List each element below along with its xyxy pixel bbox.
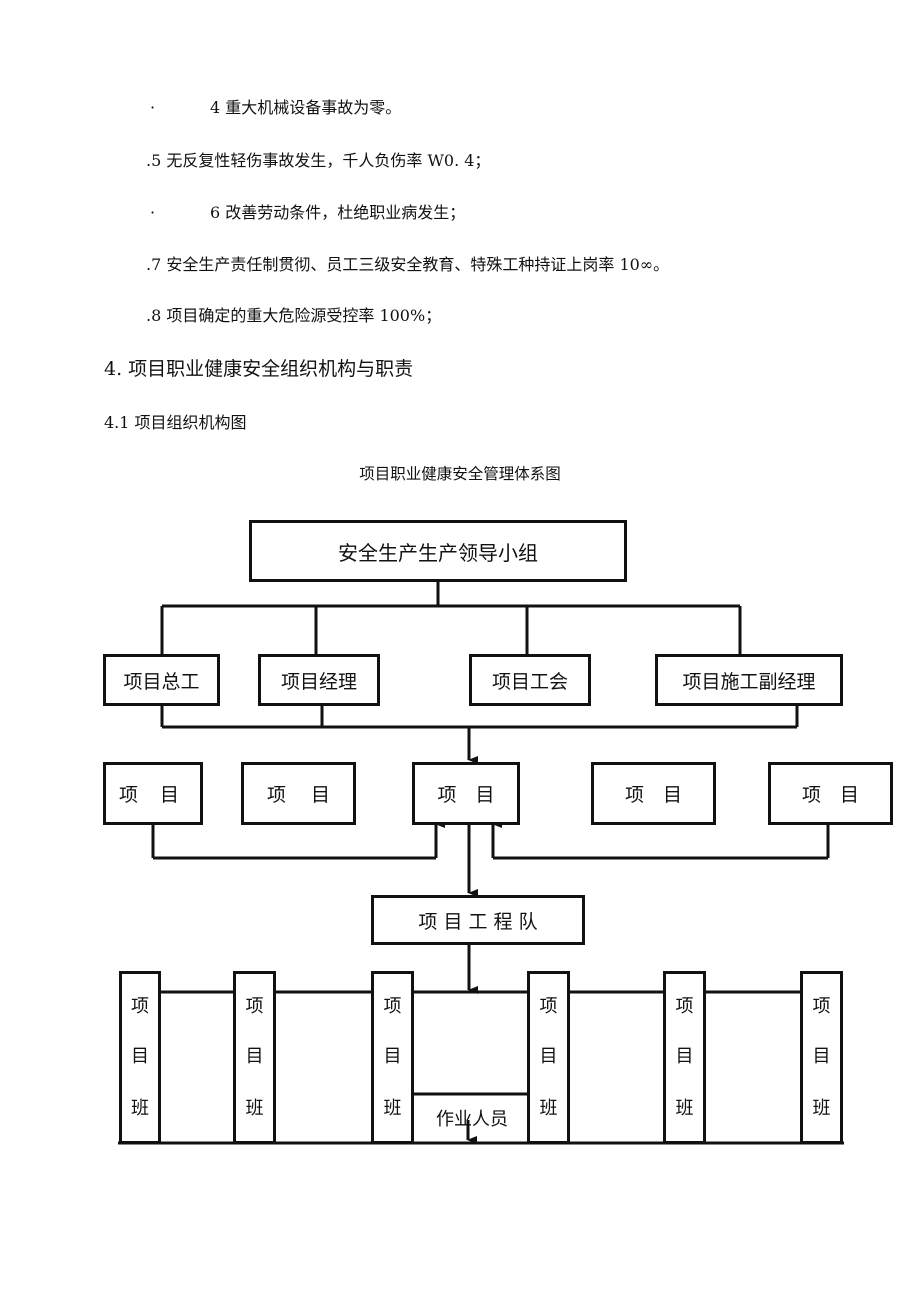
workers-label: 作业人员	[436, 1109, 508, 1130]
section-heading: 4. 项目职业健康安全组织机构与职责	[104, 358, 414, 380]
target-text: 5 无反复性轻伤事故发生，千人负伤率 W0. 4；	[151, 151, 491, 170]
class-char-2: 目	[539, 1046, 558, 1067]
class-char-2: 目	[675, 1046, 694, 1067]
project-dept-box-5: 项 目	[768, 762, 893, 825]
class-char-2: 目	[812, 1046, 831, 1067]
class-box-4: 项 目 班	[527, 971, 570, 1144]
project-dept-box-1: 项 目	[103, 762, 203, 825]
target-text: 6 改善劳动条件，杜绝职业病发生；	[210, 203, 466, 222]
class-char-3: 班	[539, 1098, 558, 1119]
bullet: .	[146, 151, 152, 170]
bullet: ·	[150, 98, 156, 117]
class-char-1: 项	[383, 996, 402, 1017]
class-box-6: 项 目 班	[800, 971, 843, 1144]
class-char-1: 项	[245, 996, 264, 1017]
class-char-2: 目	[131, 1046, 149, 1067]
leadership-group-box: 安全生产生产领导小组	[249, 520, 627, 582]
diagram-title: 项目职业健康安全管理体系图	[359, 465, 561, 483]
class-char-3: 班	[245, 1098, 264, 1119]
target-item-7: .7 安全生产责任制贯彻、员工三级安全教育、特殊工种持证上岗率 10∞。	[146, 255, 669, 275]
project-union-box: 项目工会	[469, 654, 591, 706]
class-char-1: 项	[131, 996, 149, 1017]
class-char-1: 项	[539, 996, 558, 1017]
target-text: 7 安全生产责任制贯彻、员工三级安全教育、特殊工种持证上岗率 10∞。	[151, 255, 670, 274]
target-item-4: · 4 重大机械设备事故为零。	[150, 98, 401, 118]
class-box-1: 项 目 班	[119, 971, 161, 1144]
target-item-8: .8 项目确定的重大危险源受控率 100%；	[146, 306, 441, 326]
class-char-2: 目	[383, 1046, 402, 1067]
class-char-1: 项	[675, 996, 694, 1017]
target-text: 4 重大机械设备事故为零。	[210, 98, 402, 117]
engineering-team-box: 项 目 工 程 队	[371, 895, 585, 945]
project-dept-box-2: 项 目	[241, 762, 356, 825]
project-dept-box-center: 项 目	[412, 762, 520, 825]
class-box-5: 项 目 班	[663, 971, 706, 1144]
target-item-5: .5 无反复性轻伤事故发生，千人负伤率 W0. 4；	[146, 151, 490, 171]
class-box-2: 项 目 班	[233, 971, 276, 1144]
project-dept-box-4: 项 目	[591, 762, 716, 825]
bullet: .	[146, 255, 152, 274]
bullet: ·	[150, 203, 156, 222]
class-char-3: 班	[131, 1098, 149, 1119]
chief-engineer-box: 项目总工	[103, 654, 220, 706]
class-box-3: 项 目 班	[371, 971, 414, 1144]
subsection-heading: 4.1 项目组织机构图	[104, 413, 247, 432]
target-text: 8 项目确定的重大危险源受控率 100%；	[151, 306, 442, 325]
deputy-manager-box: 项目施工副经理	[655, 654, 843, 706]
class-char-2: 目	[245, 1046, 264, 1067]
class-char-3: 班	[383, 1098, 402, 1119]
target-item-6: · 6 改善劳动条件，杜绝职业病发生；	[150, 203, 465, 223]
class-char-3: 班	[812, 1098, 831, 1119]
bullet: .	[146, 306, 152, 325]
class-char-1: 项	[812, 996, 831, 1017]
project-manager-box: 项目经理	[258, 654, 380, 706]
class-char-3: 班	[675, 1098, 694, 1119]
